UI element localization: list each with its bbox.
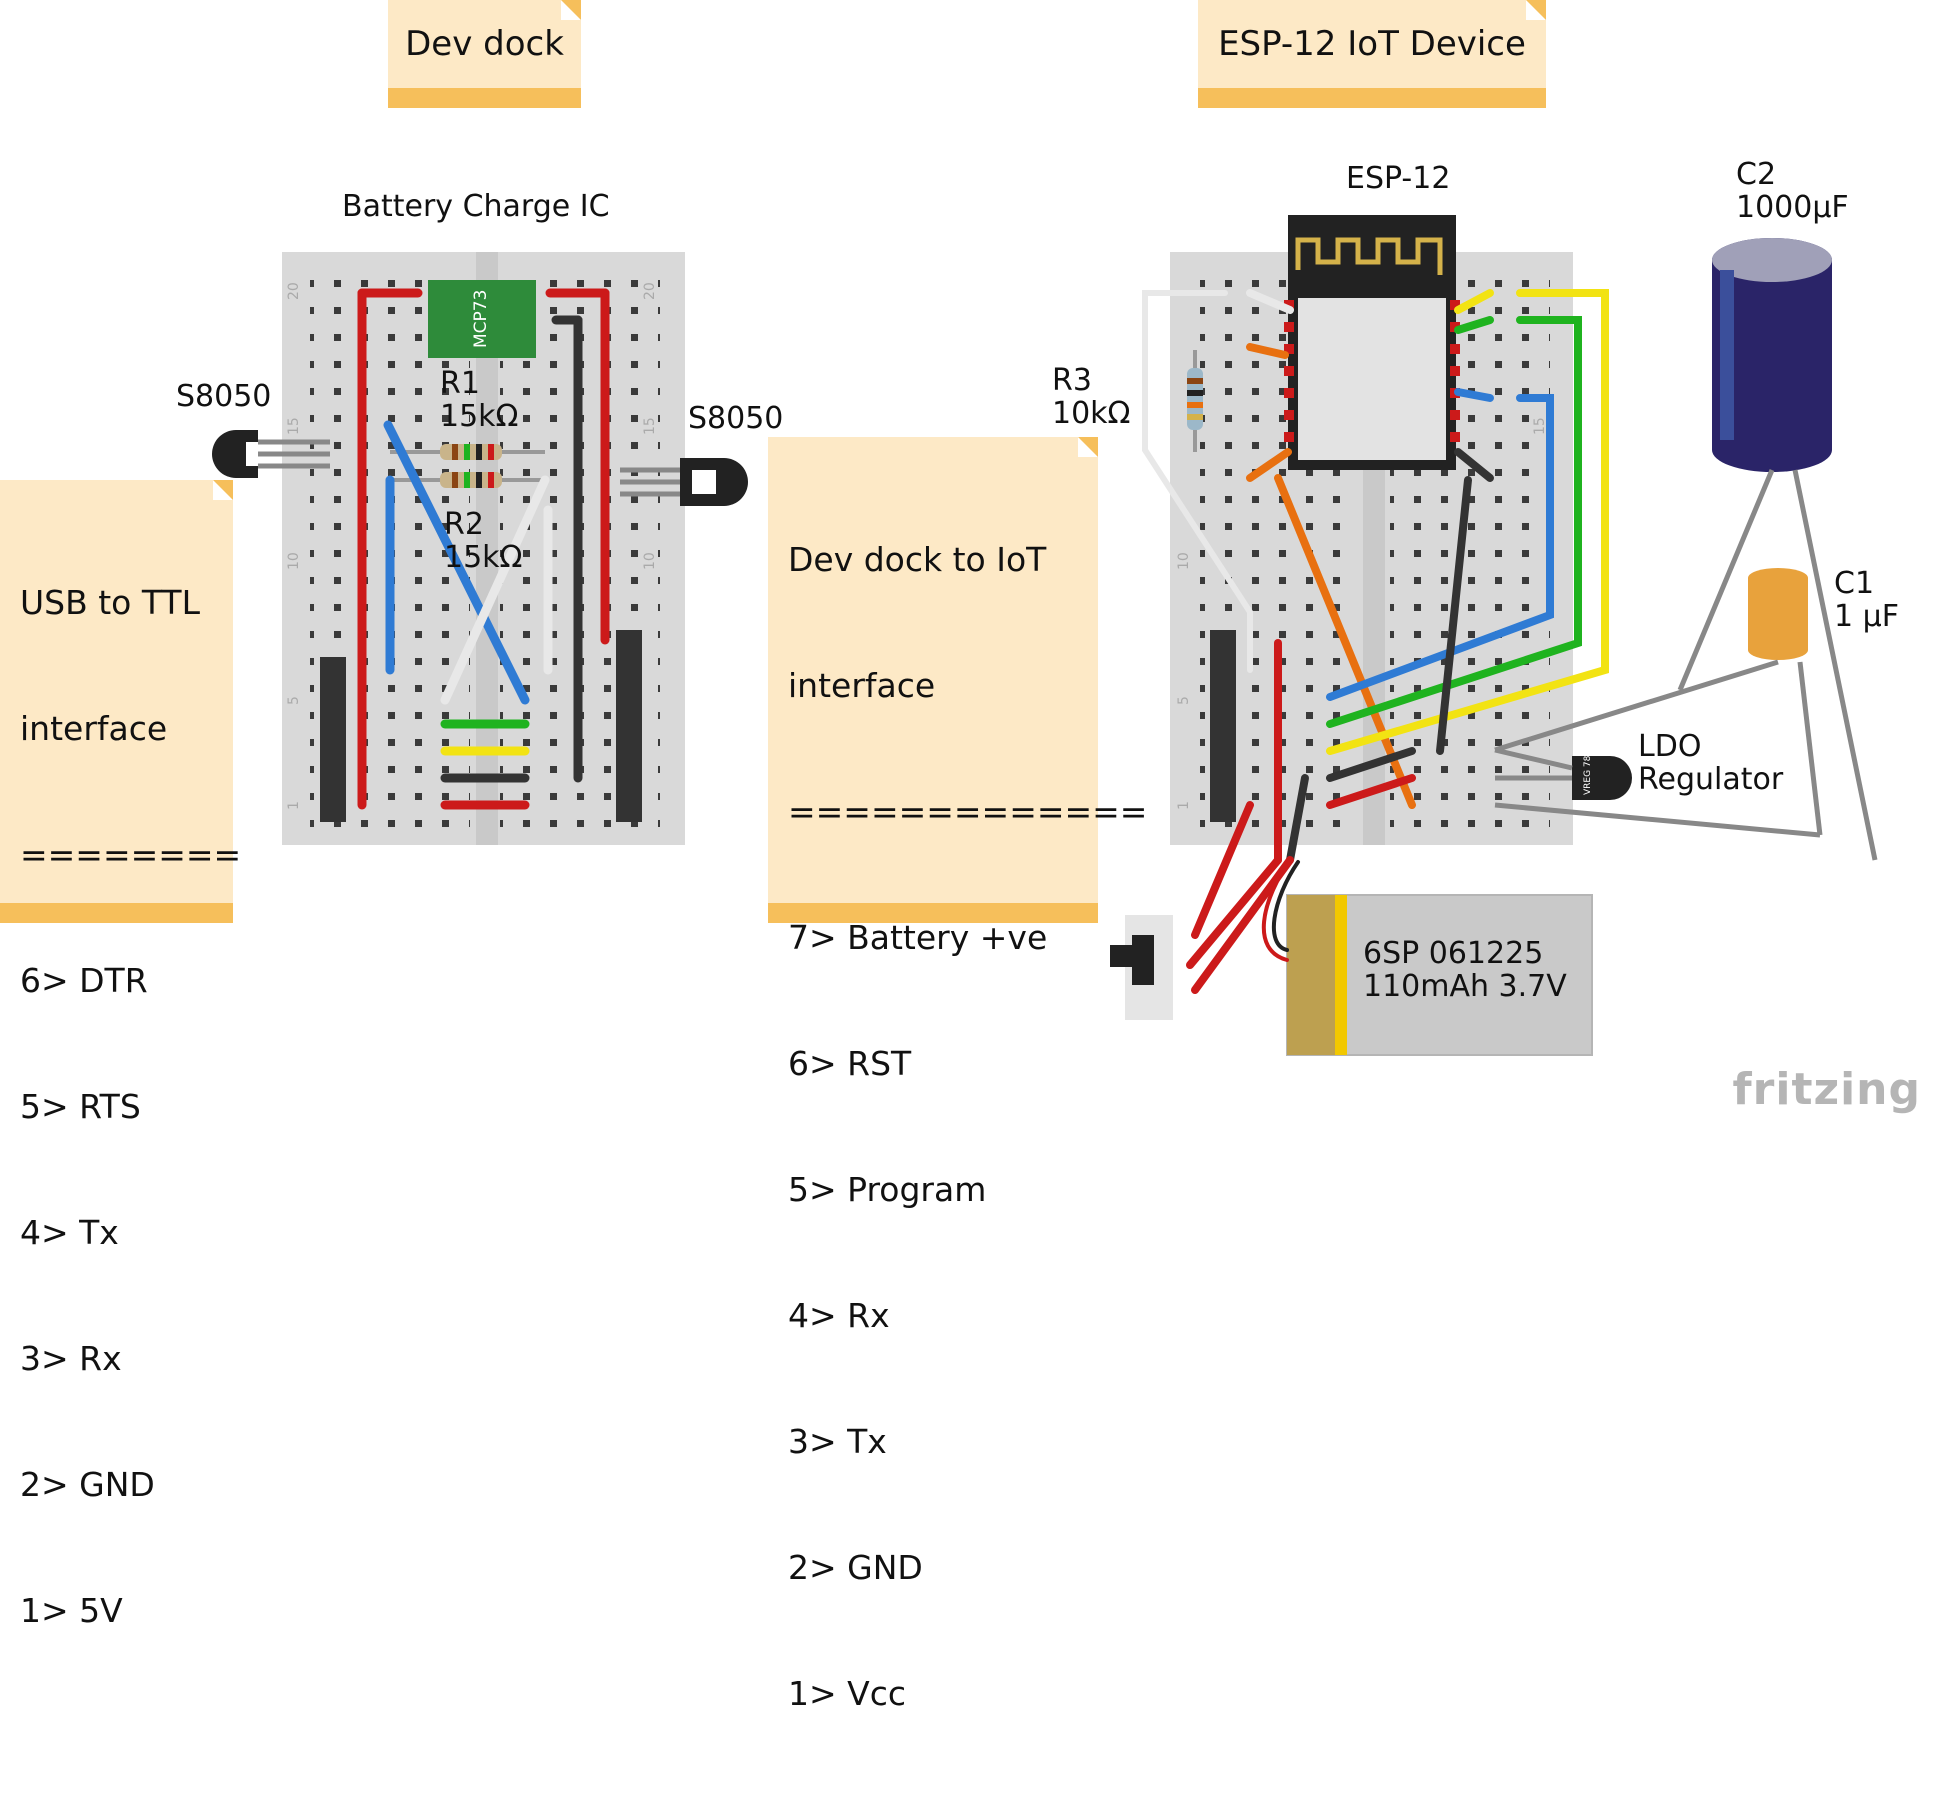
left-board-wires: [357, 288, 610, 810]
r1-name-label: R1: [440, 366, 480, 401]
note-line: 5> RTS: [20, 1087, 141, 1126]
note-fold-corner: [1078, 437, 1098, 457]
esp12-label: ESP-12: [1346, 161, 1451, 196]
charge-ic-chip: MCP73: [428, 280, 536, 358]
svg-text:15: 15: [286, 417, 302, 435]
svg-text:5: 5: [286, 696, 302, 705]
r1-value-label: 15kΩ: [440, 399, 519, 434]
svg-text:20: 20: [642, 282, 658, 300]
r2-value-label: 15kΩ: [444, 540, 523, 575]
note-line: 4> Tx: [20, 1213, 119, 1252]
transistor-left: [212, 430, 330, 478]
capacitor-c1: [1748, 568, 1808, 660]
r3-value-label: 10kΩ: [1052, 396, 1131, 431]
note-title: Dev dock: [405, 24, 564, 64]
svg-text:1: 1: [1176, 801, 1192, 810]
battery-charge-ic-label: Battery Charge IC: [342, 189, 610, 224]
note-fold-corner: [561, 0, 581, 20]
note-line: 6> DTR: [20, 961, 148, 1000]
battery-label-line2: 110mAh 3.7V: [1363, 969, 1567, 1004]
esp12-module: [1284, 215, 1460, 470]
fritzing-logo: fritzing: [1732, 1064, 1921, 1115]
svg-text:10: 10: [1176, 552, 1192, 570]
s8050-left-label: S8050: [176, 379, 272, 414]
s8050-right-label: S8050: [688, 401, 784, 436]
regulator-label: VREG 78xx: [1583, 744, 1593, 795]
note-line: Dev dock to IoT: [788, 540, 1047, 579]
r2-name-label: R2: [444, 507, 484, 542]
svg-text:15: 15: [642, 417, 658, 435]
note-dev-dock: Dev dock: [388, 0, 581, 108]
note-line: USB to TTL: [20, 583, 200, 622]
battery-wires: [1186, 801, 1300, 994]
c2-value-label: 1000µF: [1736, 190, 1849, 225]
svg-text:20: 20: [286, 282, 302, 300]
note-line: 2> GND: [788, 1548, 923, 1587]
note-line: 3> Tx: [788, 1422, 887, 1461]
c2-name-label: C2: [1736, 157, 1777, 192]
note-line: interface: [788, 666, 936, 705]
note-line: 1> 5V: [20, 1591, 123, 1630]
battery: [1286, 894, 1593, 1056]
note-esp-device: ESP-12 IoT Device: [1198, 0, 1546, 108]
component-leads: [1494, 469, 1878, 861]
note-line: 4> Rx: [788, 1296, 890, 1335]
note-line: 5> Program: [788, 1170, 987, 1209]
note-fold-corner: [1526, 0, 1546, 20]
svg-text:10: 10: [642, 552, 658, 570]
ldo-label-line2: Regulator: [1638, 762, 1784, 797]
transistor-right: [620, 458, 748, 506]
svg-text:10: 10: [286, 552, 302, 570]
ldo-label-line1: LDO: [1638, 729, 1702, 764]
ic-label: MCP73: [471, 290, 491, 348]
ldo-regulator: VREG 78xx: [1572, 744, 1632, 800]
note-line: 7> Battery +ve: [788, 918, 1048, 957]
circuit-diagram: 20 15 10 5 1 20 15 10 10 5 1 15 MCP73: [212, 215, 1878, 1056]
svg-text:1: 1: [286, 801, 302, 810]
capacitor-c2: [1712, 238, 1832, 472]
note-line: ========: [20, 835, 242, 874]
note-lines: USB to TTL interface ======== 6> DTR 5> …: [20, 498, 241, 1716]
note-dock-iot-interface: Dev dock to IoT interface ============= …: [768, 437, 1147, 1713]
note-line: 3> Rx: [20, 1339, 122, 1378]
note-title: ESP-12 IoT Device: [1218, 24, 1526, 64]
c1-value-label: 1 µF: [1834, 599, 1899, 634]
slide-switch: [1110, 915, 1173, 1020]
battery-label-line1: 6SP 061225: [1363, 936, 1544, 971]
svg-text:5: 5: [1176, 696, 1192, 705]
right-board-wires: [1142, 289, 1609, 864]
c1-name-label: C1: [1834, 566, 1875, 601]
resistor-r3: [1187, 350, 1203, 452]
note-line: interface: [20, 709, 168, 748]
r3-name-label: R3: [1052, 363, 1092, 398]
note-usb-ttl-interface: USB to TTL interface ======== 6> DTR 5> …: [0, 480, 241, 1630]
note-line: =============: [788, 792, 1148, 831]
note-line: 6> RST: [788, 1044, 912, 1083]
note-line: 1> Vcc: [788, 1674, 906, 1713]
resistor-r1: [390, 444, 545, 460]
note-lines: Dev dock to IoT interface ============= …: [788, 455, 1147, 1799]
note-line: 2> GND: [20, 1465, 155, 1504]
svg-text:15: 15: [1532, 417, 1548, 435]
note-fold-corner: [213, 480, 233, 500]
